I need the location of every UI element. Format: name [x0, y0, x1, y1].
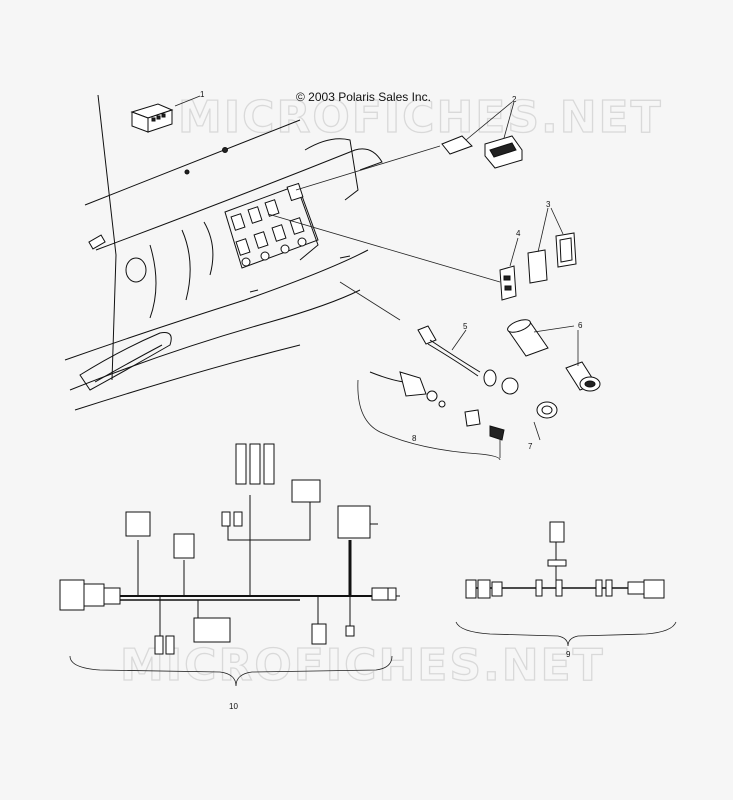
part-9-sub-harness — [455, 521, 677, 647]
callout-7: 7 — [528, 442, 533, 451]
part-2-switch-cover — [295, 101, 523, 191]
part-8-key-switch — [357, 371, 505, 461]
callout-10: 10 — [229, 702, 238, 711]
copyright-notice: © 2003 Polaris Sales Inc. — [296, 90, 431, 104]
part-6-power-outlet — [507, 319, 601, 392]
callout-1: 1 — [200, 90, 205, 99]
callout-5: 5 — [463, 322, 468, 331]
watermark-bottom: MICROFICHES.NET — [120, 640, 605, 691]
part-1-connector — [130, 95, 201, 133]
part-10-main-harness — [59, 443, 400, 687]
callout-2: 2 — [512, 95, 517, 104]
dashboard-panel — [64, 94, 383, 411]
part-3-bezels — [527, 207, 577, 284]
watermark-top: MICROFICHES.NET — [178, 92, 663, 143]
callout-3: 3 — [546, 200, 551, 209]
part-7-nut — [533, 401, 558, 441]
part-4-switch — [267, 213, 519, 301]
part-5-cable — [339, 281, 519, 395]
callout-9: 9 — [566, 650, 571, 659]
callout-4: 4 — [516, 229, 521, 238]
callout-6: 6 — [578, 321, 583, 330]
callout-8: 8 — [412, 434, 417, 443]
